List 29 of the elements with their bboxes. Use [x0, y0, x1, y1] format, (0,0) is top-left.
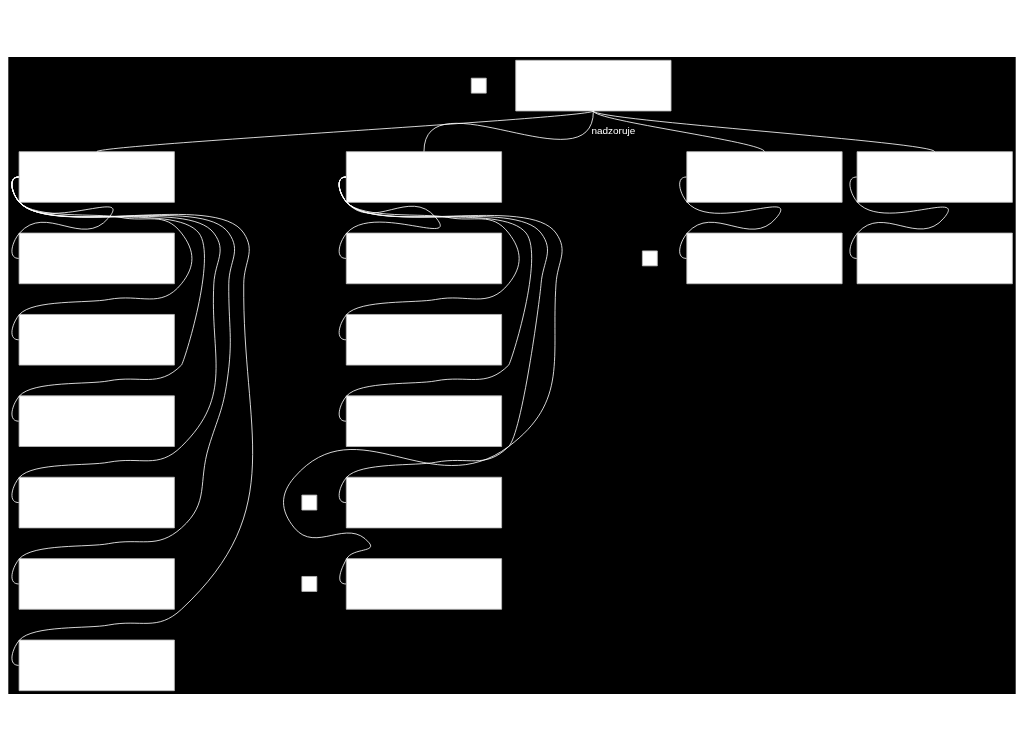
node-box	[515, 59, 672, 112]
node-box	[345, 476, 503, 529]
node-box	[301, 576, 318, 592]
connector	[592, 110, 936, 153]
edge-label: nadzoruje	[591, 124, 636, 136]
node-box	[856, 151, 1013, 203]
connector	[849, 176, 949, 259]
node-box	[18, 395, 175, 447]
node-box	[686, 232, 843, 285]
node-box	[301, 494, 318, 511]
node-box	[641, 250, 658, 267]
node-box	[18, 639, 175, 692]
connector	[592, 110, 765, 153]
node-box	[470, 77, 487, 94]
connector	[11, 176, 253, 666]
node-box	[856, 232, 1013, 285]
node-box	[18, 476, 175, 529]
node-box	[345, 232, 503, 285]
connector	[96, 110, 594, 153]
node-box	[345, 151, 503, 203]
connector	[423, 110, 594, 153]
node-box	[18, 151, 175, 203]
node-box	[18, 558, 175, 610]
node-box	[18, 314, 175, 366]
node-box	[18, 232, 175, 285]
node-box	[345, 314, 503, 366]
node-box	[345, 395, 503, 447]
node-box	[686, 151, 843, 203]
node-box	[345, 558, 503, 610]
